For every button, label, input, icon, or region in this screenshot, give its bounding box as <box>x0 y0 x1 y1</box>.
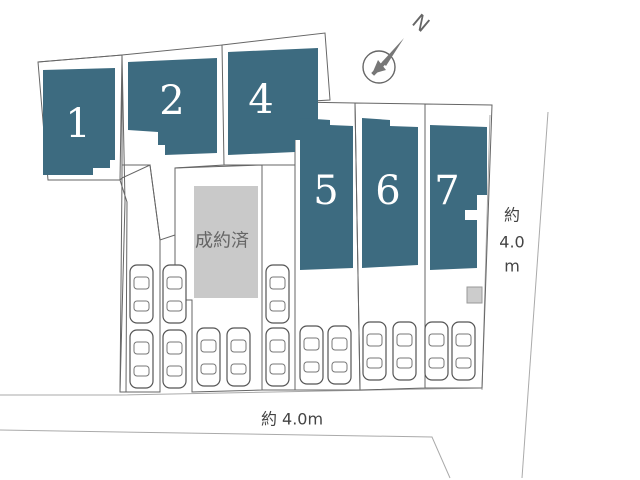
building-5 <box>300 118 353 270</box>
parking-car-12 <box>392 321 417 381</box>
lot-numbers: 1 2 4 5 6 7 <box>65 77 459 214</box>
parking-car-8 <box>265 327 290 387</box>
road-width-east-unit: m <box>504 257 520 276</box>
lot-number-7: 7 <box>434 168 459 214</box>
building-6 <box>362 118 418 268</box>
compass-needle <box>382 38 404 66</box>
parking-car-10 <box>327 325 352 385</box>
parking-car-7 <box>226 327 251 387</box>
lot-number-2: 2 <box>159 78 184 124</box>
building-1 <box>43 68 115 175</box>
lot-7-boundary <box>424 103 493 389</box>
lot-number-6: 6 <box>375 168 400 214</box>
road-width-east-prefix: 約 <box>504 206 520 225</box>
parking-car-13 <box>424 321 449 381</box>
sold-lot-area <box>194 186 258 298</box>
parking-car-2 <box>162 264 187 324</box>
road-width-east: 約 4.0 m <box>499 206 524 276</box>
parking-cars <box>129 264 476 389</box>
parking-car-9 <box>299 325 324 385</box>
road-width-east-value: 4.0 <box>499 233 524 252</box>
building-7 <box>430 125 487 270</box>
lot-number-1: 1 <box>65 101 90 147</box>
parking-car-5 <box>162 329 187 389</box>
lot-outlines <box>37 32 493 393</box>
parking-car-3 <box>265 264 290 324</box>
parking-car-1 <box>129 264 154 324</box>
sold-label: 成約済 <box>195 231 249 252</box>
parking-car-4 <box>129 329 154 389</box>
parking-car-6 <box>196 327 221 387</box>
building-2 <box>128 58 217 155</box>
building-4 <box>228 48 318 155</box>
frontage-lot1 <box>119 164 161 393</box>
compass-north-letter: N <box>408 9 435 37</box>
meter-box <box>466 286 483 304</box>
compass: N <box>362 9 435 84</box>
buildings <box>43 48 487 270</box>
road-width-south: 約 4.0m <box>261 410 323 429</box>
parking-car-11 <box>362 321 387 381</box>
lot-number-4: 4 <box>248 77 273 123</box>
parking-car-14 <box>451 321 476 381</box>
lot-number-5: 5 <box>313 168 338 214</box>
